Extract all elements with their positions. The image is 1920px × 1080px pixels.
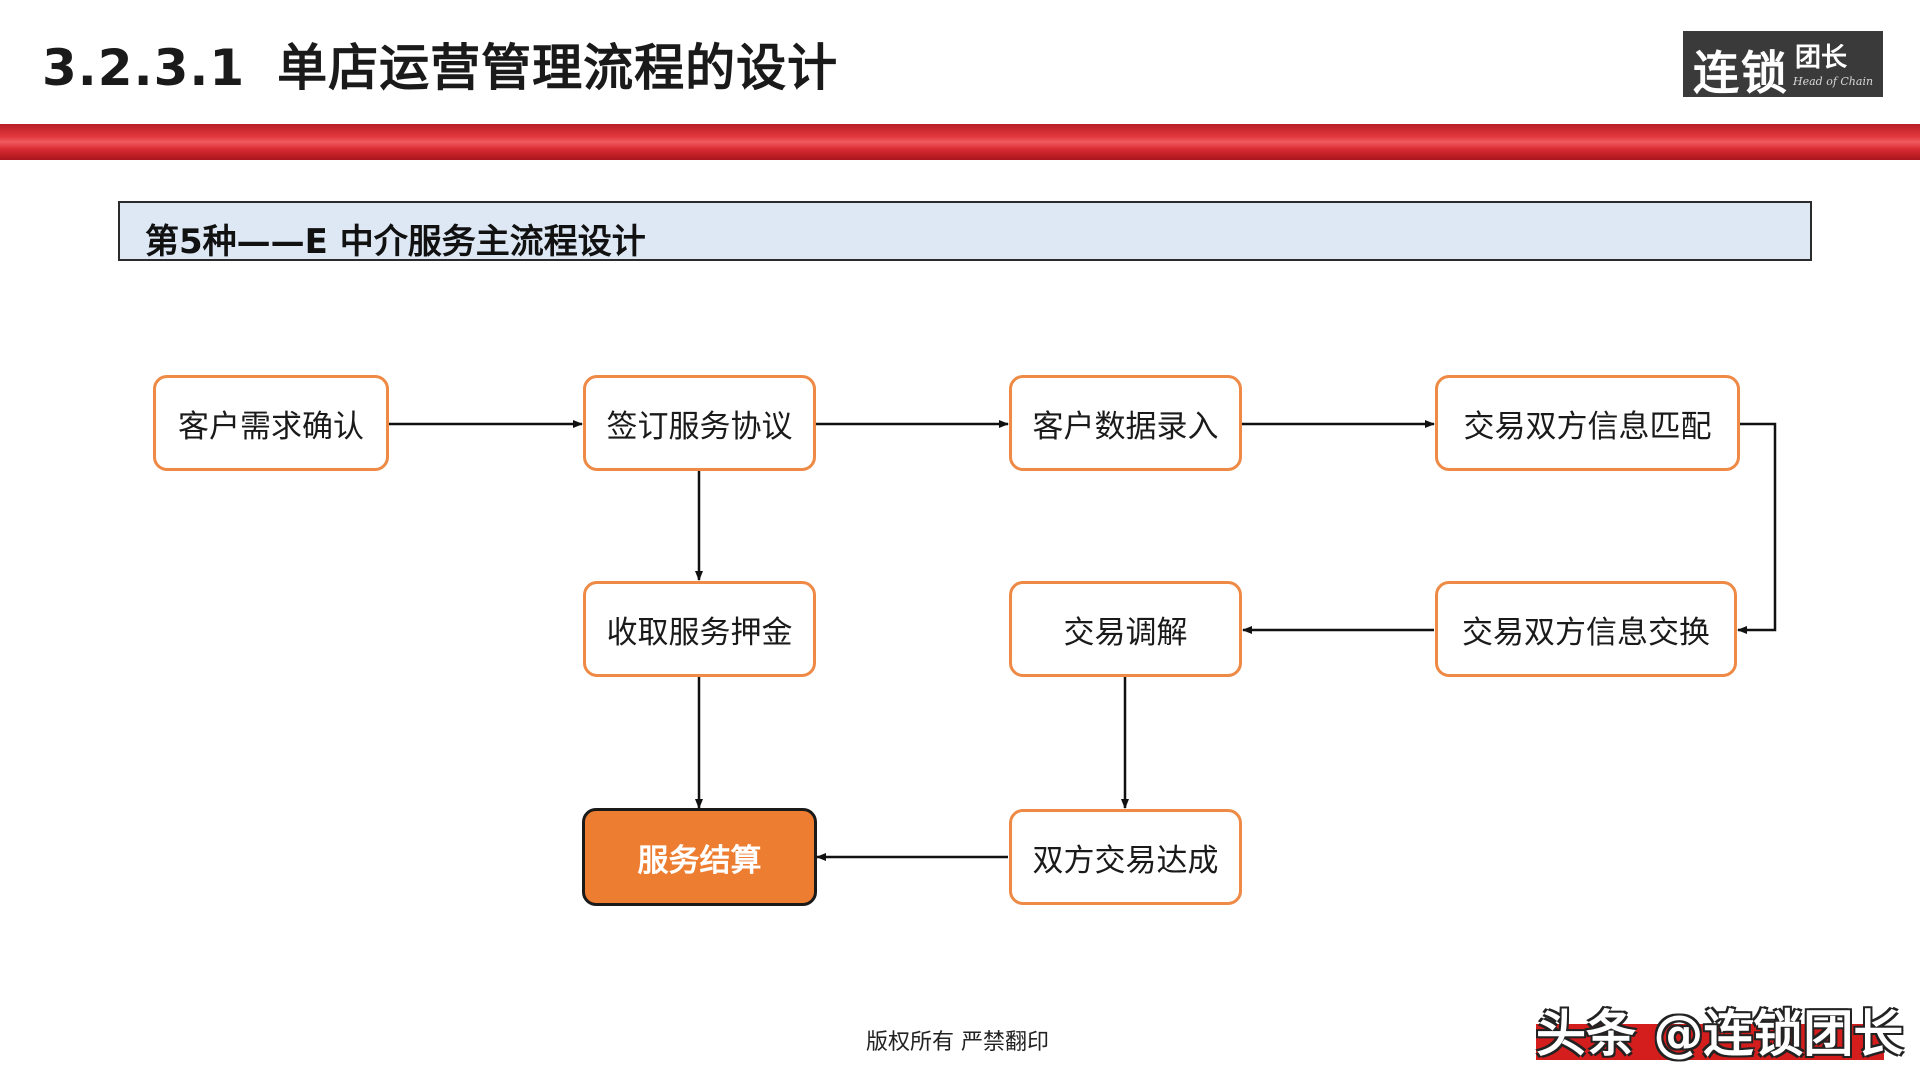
copyright-notice: 版权所有 严禁翻印	[866, 1030, 1049, 1055]
header-divider-band	[0, 124, 1920, 160]
node-label: 双方交易达成	[1032, 842, 1219, 879]
title-text: 单店运营管理流程的设计	[277, 39, 839, 97]
node-collect-service-deposit: 收取服务押金	[583, 581, 816, 677]
watermark-text: 头条 @连锁团长	[1536, 1005, 1904, 1063]
node-trade-mediation: 交易调解	[1009, 581, 1242, 677]
arrow-match-to-exchange	[1737, 422, 1777, 634]
watermark-band	[1536, 1024, 1884, 1060]
node-service-settlement: 服务结算	[582, 808, 817, 906]
section-subtitle: 第5种——E 中介服务主流程设计	[145, 222, 646, 262]
node-customer-needs-confirm: 客户需求确认	[153, 375, 389, 471]
section-header: 第5种——E 中介服务主流程设计	[118, 201, 1812, 262]
brand-logo: 连锁 团长 Head of Chain	[1683, 31, 1883, 100]
node-label: 交易双方信息匹配	[1463, 408, 1712, 445]
section-number: 3.2.3.1	[42, 39, 246, 97]
node-deal-reached: 双方交易达成	[1009, 809, 1242, 905]
node-label: 收取服务押金	[606, 614, 793, 651]
node-customer-data-entry: 客户数据录入	[1009, 375, 1242, 471]
node-label: 客户数据录入	[1032, 408, 1219, 445]
node-trade-info-exchange: 交易双方信息交换	[1435, 581, 1737, 677]
node-label: 签订服务协议	[606, 408, 793, 445]
page-title: 3.2.3.1 单店运营管理流程的设计	[42, 28, 838, 100]
node-sign-service-agreement: 签订服务协议	[583, 375, 816, 471]
logo-main-text: 连锁	[1693, 46, 1789, 100]
node-label: 客户需求确认	[178, 408, 364, 445]
node-label: 服务结算	[637, 842, 762, 879]
node-label: 交易双方信息交换	[1462, 614, 1710, 651]
logo-side-text: 团长	[1795, 43, 1848, 73]
logo-english-text: Head of Chain	[1793, 75, 1874, 88]
node-trade-info-match: 交易双方信息匹配	[1435, 375, 1740, 471]
node-label: 交易调解	[1063, 614, 1188, 651]
